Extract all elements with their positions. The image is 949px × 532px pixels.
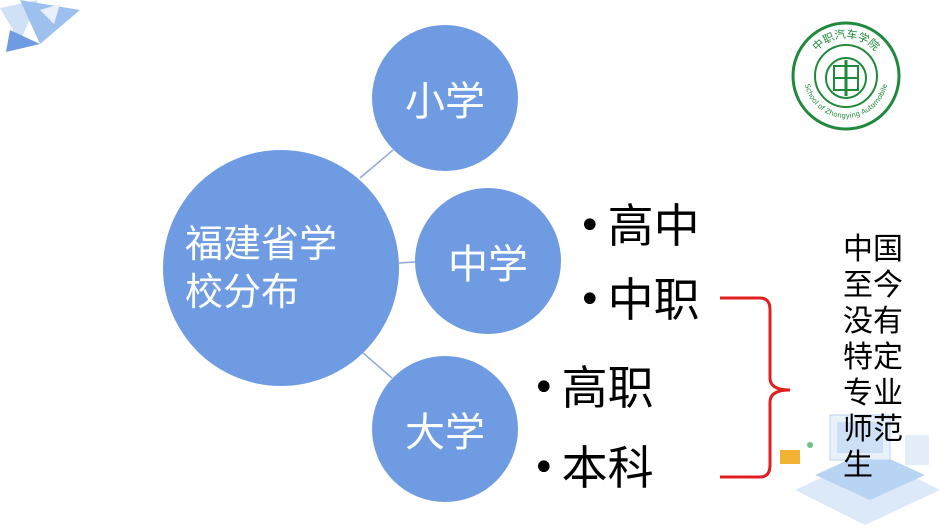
- branch-circle-primary: 小学: [372, 25, 518, 171]
- connector-middle: [398, 261, 416, 264]
- bullet-text: 中职: [607, 273, 700, 327]
- decorative-triangles: [0, 0, 80, 52]
- bullet-dot: •: [532, 365, 556, 411]
- bullet-item-middle-1: • 高中: [578, 198, 700, 254]
- bullet-item-middle-2: • 中职: [578, 272, 700, 328]
- bullet-text: 高中: [607, 199, 700, 253]
- branch-circle-university: 大学: [372, 356, 518, 502]
- bullet-item-university-1: • 高职: [532, 360, 654, 416]
- bullet-text: 本科: [561, 441, 654, 495]
- connector-university: [361, 351, 393, 379]
- bullet-text: 高职: [561, 361, 654, 415]
- branch-circle-middle: 中学: [415, 188, 561, 334]
- bullet-item-university-2: • 本科: [532, 440, 654, 496]
- bullet-dot: •: [578, 277, 602, 323]
- note-text: 中国至今没有特定专业师范生: [843, 232, 903, 483]
- main-circle-line2: 校分布: [185, 270, 300, 314]
- red-brace: [720, 296, 791, 479]
- school-logo: 中职汽车学院 School of Zhongying Automobile: [791, 21, 901, 131]
- main-circle-line1: 福建省学: [185, 222, 338, 266]
- bullet-dot: •: [532, 445, 556, 491]
- bullet-dot: •: [578, 203, 602, 249]
- decorative-illustration: [780, 414, 940, 525]
- connector-primary: [359, 149, 394, 179]
- main-circle: 福建省学 校分布: [163, 150, 399, 386]
